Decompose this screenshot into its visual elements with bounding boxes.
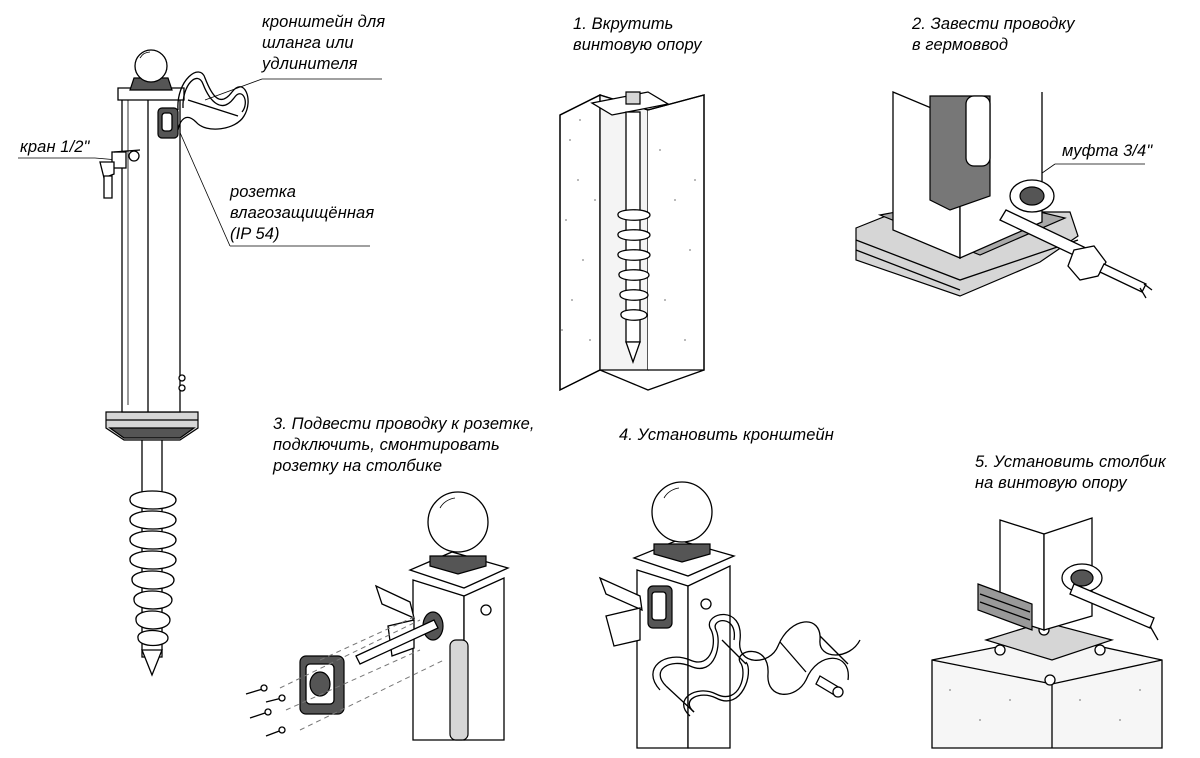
bracket-label: кронштейн для шланга или удлинителя: [262, 13, 386, 73]
step2-illustration: [855, 91, 1153, 299]
coupling-label: муфта 3/4": [1062, 142, 1153, 160]
screw-tip: [141, 649, 163, 677]
step4-bracket: [652, 613, 861, 717]
socket-label: розетка влагозащищённая (IP 54): [230, 183, 375, 243]
step5-illustration: [931, 517, 1163, 749]
step1-illustration: [559, 91, 705, 392]
step4-illustration: [598, 481, 861, 749]
step2-label: 2. Завести проводку в гермоввод: [912, 15, 1075, 54]
hose-bracket: [177, 71, 249, 131]
step3-label: 3. Подвести проводку к розетке, подключи…: [273, 415, 535, 475]
step4-label: 4. Установить кронштейн: [619, 426, 834, 444]
step3-illustration: [245, 491, 510, 741]
step1-helix: [617, 209, 651, 321]
leader-lines: [18, 78, 1145, 247]
mount-screws: [245, 684, 286, 737]
column-body: [121, 95, 181, 413]
ball-finial: [134, 49, 168, 83]
water-tap: [99, 149, 141, 199]
main-post-assembly: [99, 49, 249, 677]
tap-label: кран 1/2": [20, 138, 90, 156]
screw-helix: [129, 490, 177, 647]
step1-label: 1. Вкрутить винтовую опору: [573, 15, 702, 54]
step5-label: 5. Установить столбик на винтовую опору: [975, 453, 1166, 492]
